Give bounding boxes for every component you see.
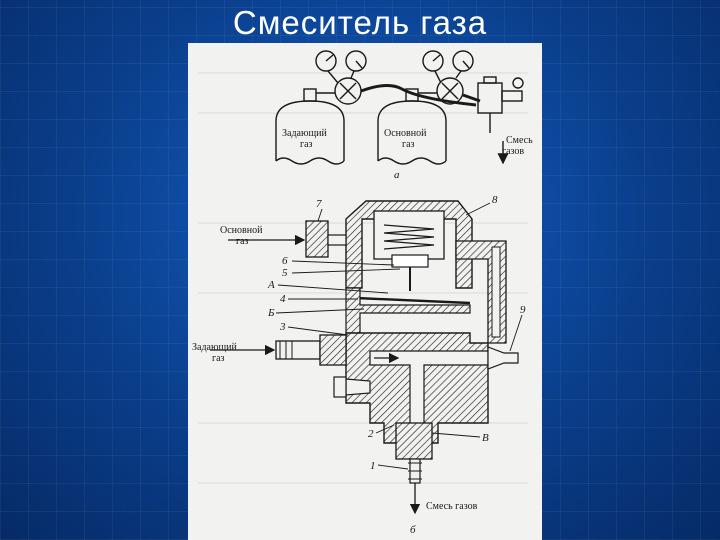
spring: [383, 224, 435, 250]
callout-2: 2: [368, 428, 374, 440]
slide-title: Смеситель газа: [232, 4, 488, 41]
leader-lines: [275, 202, 523, 470]
control-gas-label-1: Задающий: [192, 342, 237, 353]
mixer-body: [275, 200, 519, 484]
mini-mixer: [477, 76, 524, 133]
top-left-cyl-label-1: Задающий: [282, 128, 327, 139]
hose-left: [360, 84, 477, 107]
top-outlet-label-1: Смесь: [506, 135, 533, 146]
top-right-cyl-label-1: Основной: [384, 128, 427, 139]
top-right-cyl-label-2: газ: [402, 139, 415, 150]
callout-9: 9: [520, 304, 526, 316]
flow-arrows: [210, 234, 421, 515]
gas-mixer-figure: Задающий газ Основной газ Смесь газов а: [188, 43, 542, 540]
callout-3: 3: [279, 321, 286, 333]
reducer-right: [418, 50, 474, 105]
callout-B: Б: [267, 307, 275, 319]
gas-mixer-diagram: Задающий газ Основной газ Смесь газов а: [192, 50, 533, 536]
callout-5: 5: [282, 267, 288, 279]
callout-A: А: [267, 279, 275, 291]
page-texture: [198, 72, 528, 484]
cylinder-left: [275, 88, 345, 165]
callout-4: 4: [280, 293, 286, 305]
hose-right: [462, 93, 481, 103]
top-scheme: [275, 50, 524, 165]
top-left-cyl-label-2: газ: [300, 139, 313, 150]
callout-7: 7: [316, 198, 322, 210]
outlet-label: Смесь газов: [426, 501, 478, 512]
control-gas-label-2: газ: [212, 353, 225, 364]
top-caption: а: [394, 169, 400, 181]
main-gas-label-1: Основной: [220, 225, 263, 236]
reducer-left: [315, 50, 367, 105]
callout-V: В: [482, 432, 489, 444]
callout-6: 6: [282, 255, 288, 267]
top-outlet-label-2: газов: [502, 146, 524, 157]
bottom-caption: б: [410, 524, 416, 536]
main-gas-label-2: газ: [236, 236, 249, 247]
membrane: [355, 296, 471, 305]
callout-numbers: 7 8 6 5 А 4 Б 3 9 2 В 1: [267, 194, 526, 472]
callout-8: 8: [492, 194, 498, 206]
callout-1: 1: [370, 460, 376, 472]
